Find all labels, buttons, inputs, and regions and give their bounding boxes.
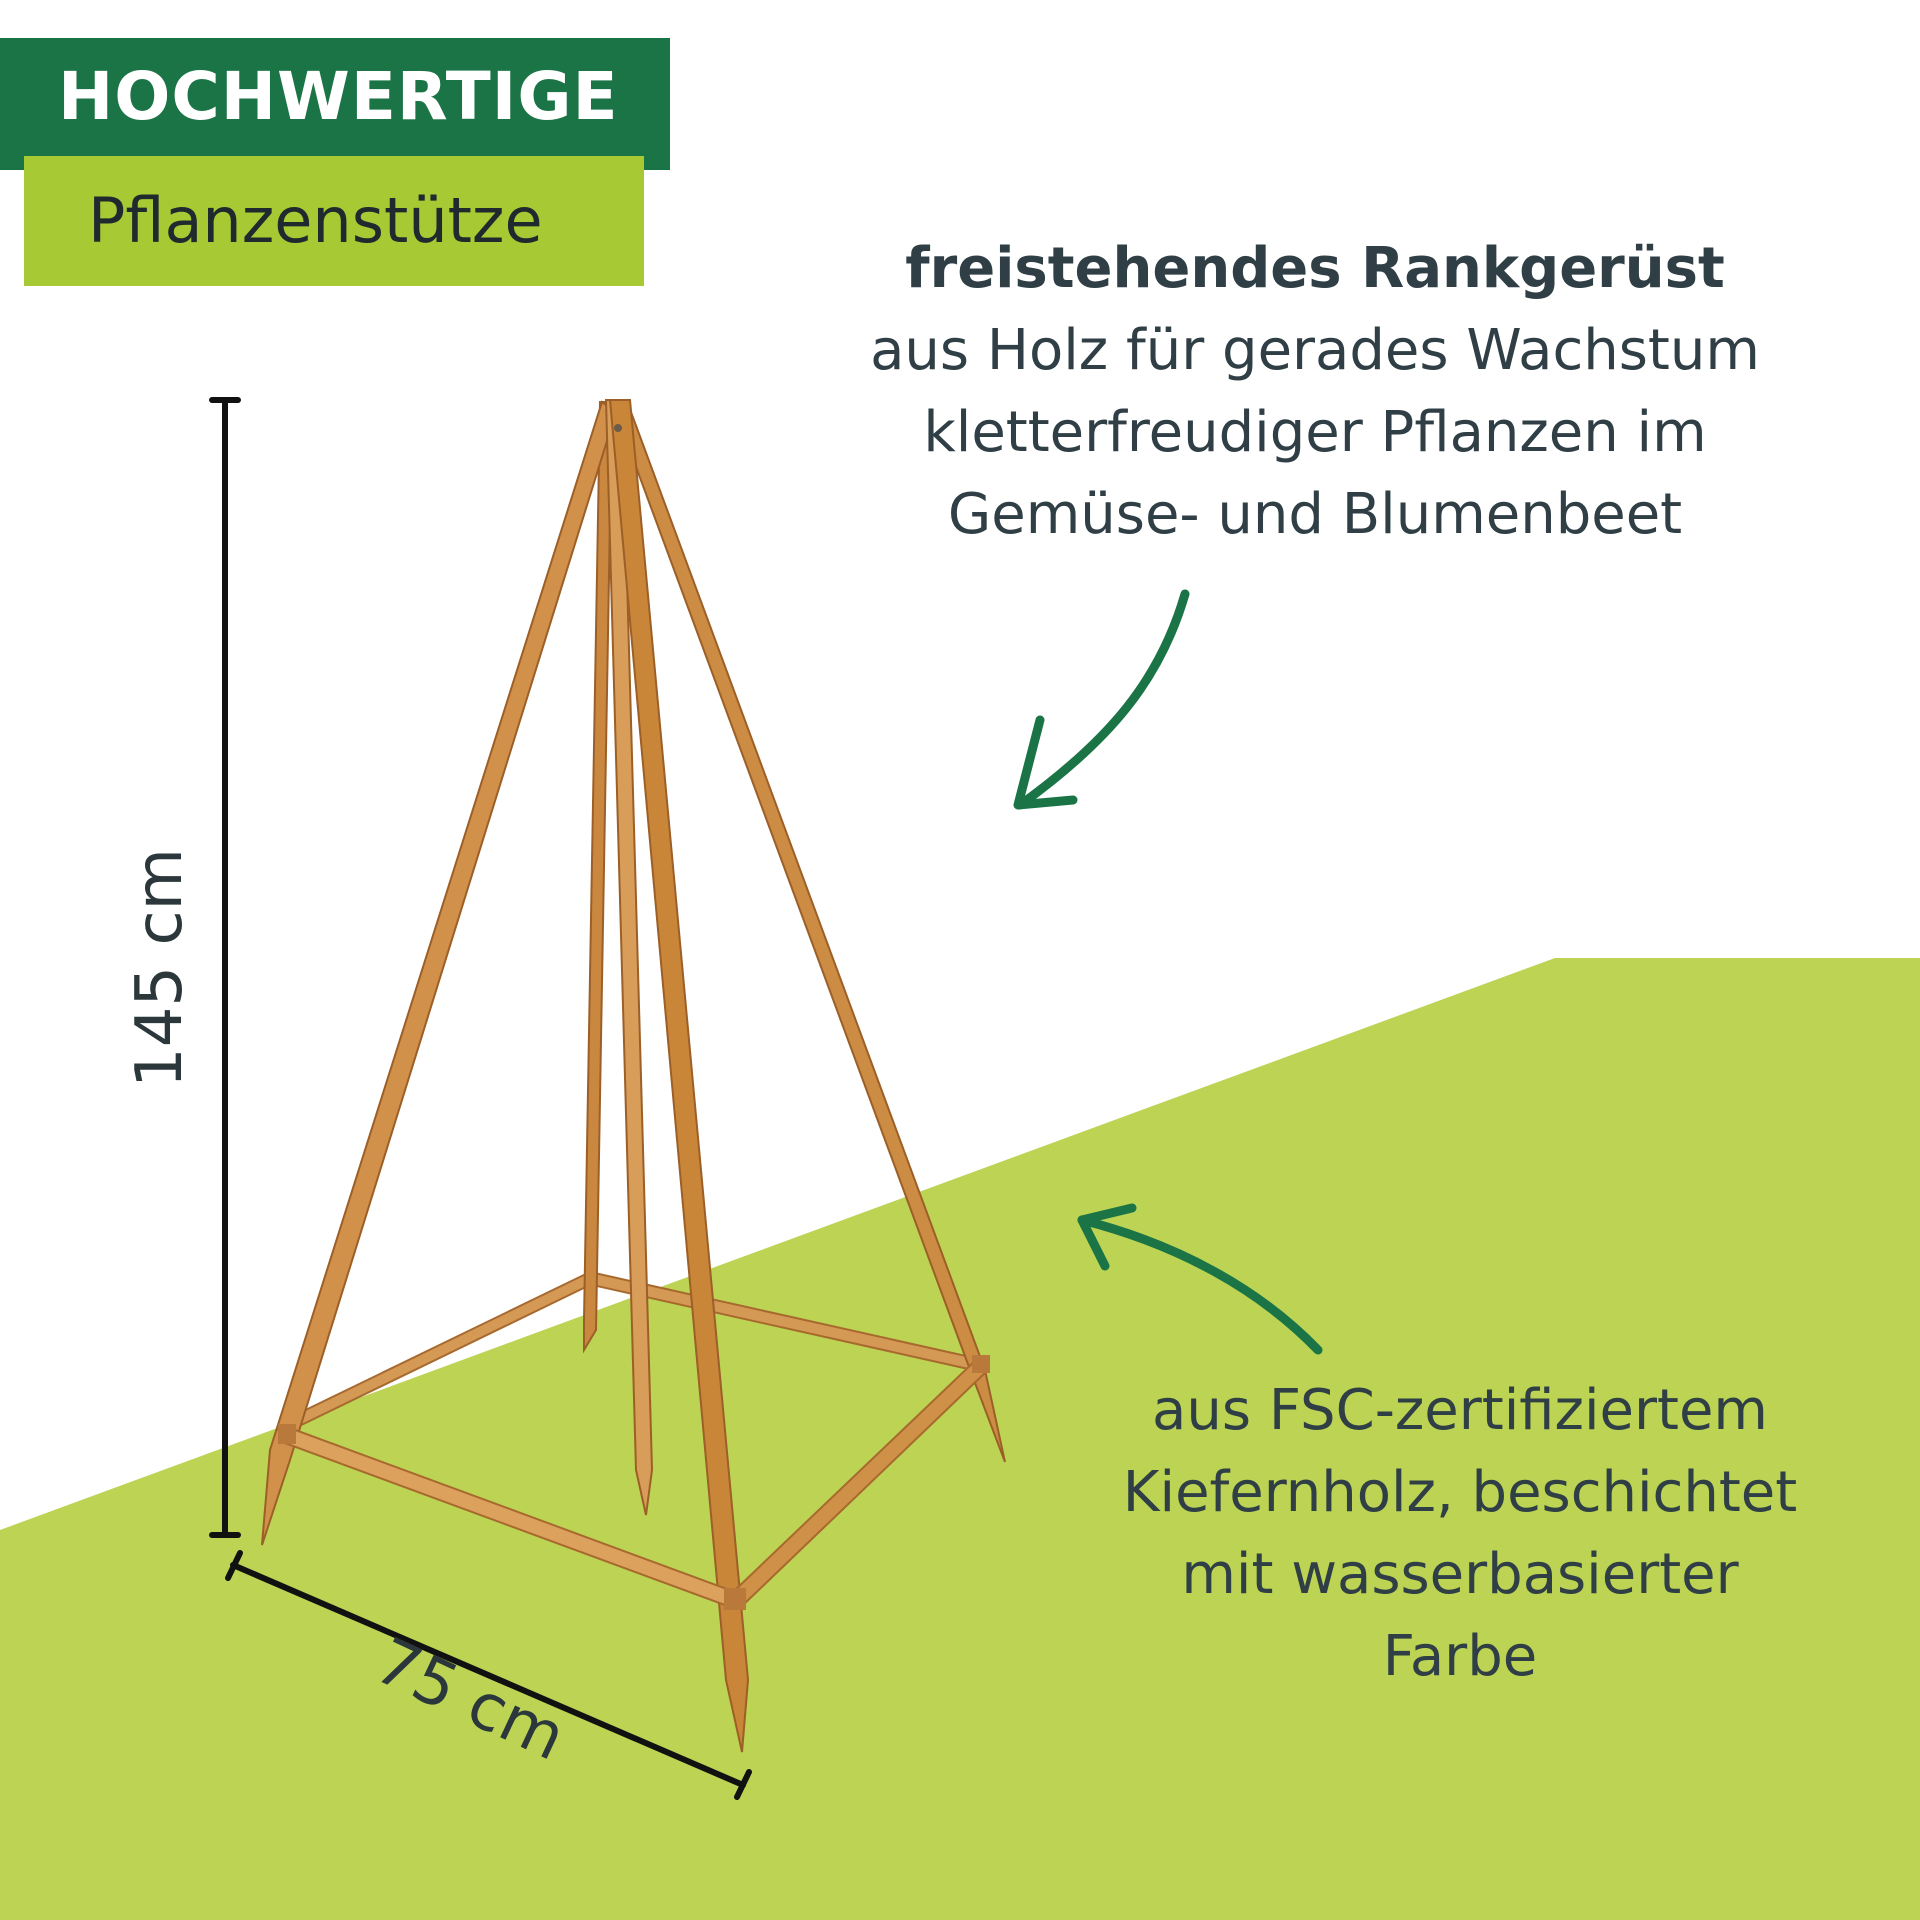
height-dimension-line: [209, 397, 241, 1538]
feature-bottom-line: Farbe: [1382, 1624, 1538, 1689]
arrow-top-head-icon: [1013, 715, 1078, 810]
header-title: HOCHWERTIGE: [58, 58, 619, 135]
feature-bottom-line: aus FSC-zertifiziertem: [1152, 1378, 1768, 1443]
ground-green-area: [0, 958, 1920, 1920]
feature-bottom-text: aus FSC-zertifiziertem Kiefernholz, besc…: [1040, 1370, 1880, 1698]
header-subtitle-banner: Pflanzenstütze: [24, 156, 644, 286]
feature-top-headline: freistehendes Rankgerüst: [905, 236, 1725, 301]
height-dimension-label: 145 cm: [123, 847, 197, 1088]
feature-bottom-line: mit wasserbasierter: [1181, 1542, 1739, 1607]
wooden-trellis-illustration: [261, 399, 1006, 1753]
feature-top-line: Gemüse- und Blumenbeet: [947, 482, 1683, 547]
arrow-top-icon: [1015, 589, 1190, 810]
feature-bottom-line: Kiefernholz, beschichtet: [1122, 1460, 1798, 1525]
feature-top-line: kletterfreudiger Pflanzen im: [923, 400, 1707, 465]
feature-top-text: freistehendes Rankgerüst aus Holz für ge…: [760, 228, 1870, 556]
feature-top-line: aus Holz für gerades Wachstum: [870, 318, 1760, 383]
header-subtitle: Pflanzenstütze: [88, 184, 543, 257]
header-title-banner: HOCHWERTIGE: [0, 38, 670, 170]
arrow-bottom-icon: [1077, 1215, 1323, 1355]
arrow-bottom-head-icon: [1077, 1203, 1137, 1271]
width-dimension-line: [225, 1550, 752, 1800]
